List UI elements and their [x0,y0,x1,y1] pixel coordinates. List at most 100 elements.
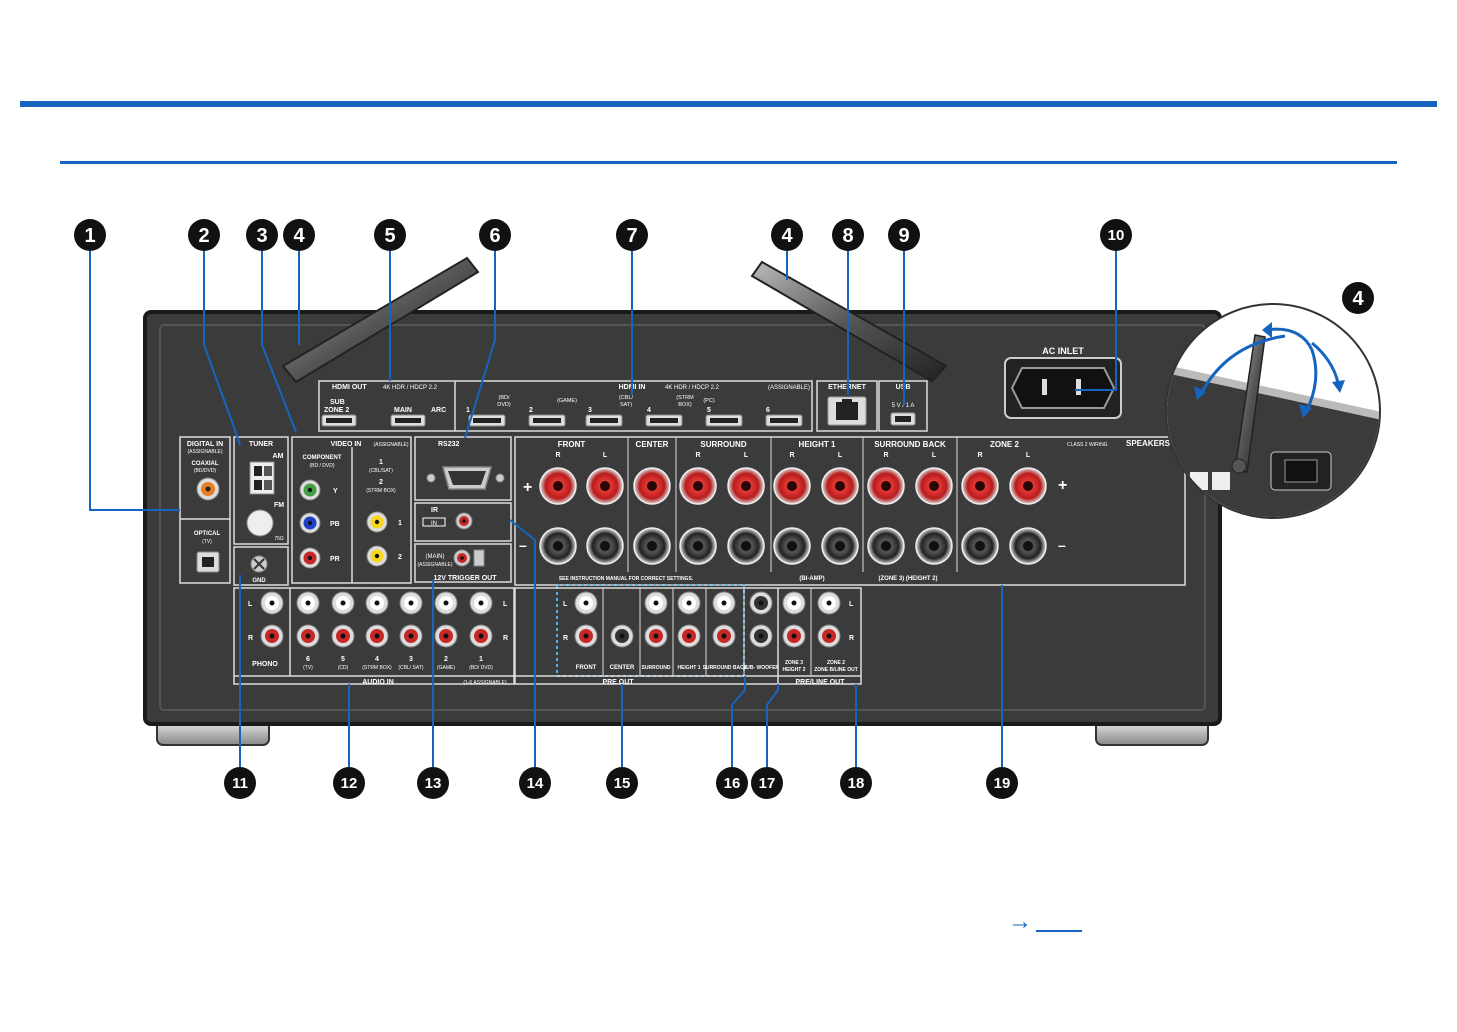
speaker-terminal-surround-back-l-positive[interactable] [915,467,953,505]
ac-inlet-socket[interactable] [1010,367,1116,409]
pre-out-center-jack[interactable] [610,624,634,648]
audio-in-source: (STRM BOX) [362,665,392,671]
hdmi-out-main-port[interactable] [390,414,426,427]
hdmi-in-port-source: (PC) [703,398,714,404]
pre-out-center-label: CENTER [610,665,635,671]
speaker-terminal-surround-r-positive[interactable] [679,467,717,505]
hdmi-in-port-source: SAT) [620,402,632,408]
svg-text:19: 19 [994,775,1011,792]
pre-line-out-zone2-label: ZONE 2 [827,660,845,666]
speaker-terminal-zone-2-r-negative[interactable] [961,527,999,565]
pre-out-surround-back-label: SURROUND BACK [703,665,748,671]
subwoofer-jack-2[interactable] [749,624,773,648]
pre-out-zone2-r-jack[interactable] [817,624,841,648]
pre-out-height1-r-jack[interactable] [677,624,701,648]
speakers-class-label: CLASS 2 WIRING [1067,442,1108,448]
audio-in-3-l-jack[interactable] [399,591,423,615]
tuner-fm-label: FM [274,502,284,509]
audio-in-1-l-jack[interactable] [469,591,493,615]
speaker-terminal-front-l-negative[interactable] [586,527,624,565]
speaker-terminal-center-c-negative[interactable] [633,527,671,565]
speaker-terminal-center-c-positive[interactable] [633,467,671,505]
svg-text:18: 18 [848,775,865,792]
svg-text:12: 12 [341,775,358,792]
audio-in-4-l-jack[interactable] [365,591,389,615]
pre-out-surround-label: SURROUND [642,665,671,671]
hdmi-in-port-1[interactable] [468,414,506,427]
speaker-channel-label: ZONE 2 [990,440,1019,449]
callout-top-4: 4 [283,219,315,251]
digital-in-title: DIGITAL IN [187,441,223,448]
hdmi-in-port-3[interactable] [585,414,623,427]
pre-out-zone2-l-jack[interactable] [817,591,841,615]
callout-top-1: 1 [74,219,106,251]
speaker-terminal-surround-back-r-negative[interactable] [867,527,905,565]
pre-out-surround-r-jack[interactable] [644,624,668,648]
audio-in-2-l-jack[interactable] [434,591,458,615]
trigger-title: 12V TRIGGER OUT [433,575,497,582]
pre-out-front-r-jack[interactable] [574,624,598,648]
speaker-side-label: L [932,452,937,459]
speaker-side-label: R [695,452,700,459]
speakers-section [514,436,1186,586]
svg-text:9: 9 [898,225,909,247]
callout-bottom-17: 17 [751,767,783,799]
usb-rating: 5 V / 1 A [892,403,915,409]
hdmi-in-port-4[interactable] [645,414,683,427]
audio-in-5-r-jack[interactable] [331,624,355,648]
phono-r-label: R [248,635,253,642]
audio-in-source: (TV) [303,665,313,671]
hdmi-in-port-2[interactable] [528,414,566,427]
page-link-underline[interactable] [1036,930,1082,932]
pre-line-out-zone3-label: ZONE 3 [785,660,803,666]
audio-in-6-r-jack[interactable] [296,624,320,648]
pre-out-surround-l-jack[interactable] [644,591,668,615]
speaker-terminal-surround-back-r-positive[interactable] [867,467,905,505]
pre-out-section [514,587,862,685]
speaker-terminal-zone-2-l-positive[interactable] [1009,467,1047,505]
audio-in-6-l-jack[interactable] [296,591,320,615]
audio-in-number: 5 [341,656,345,663]
audio-in-4-r-jack[interactable] [365,624,389,648]
subwoofer-jack-1[interactable] [749,591,773,615]
speaker-terminal-surround-back-l-negative[interactable] [915,527,953,565]
svg-text:3: 3 [256,225,267,247]
pre-out-surround-back-l-jack[interactable] [712,591,736,615]
speaker-terminal-surround-l-negative[interactable] [727,527,765,565]
speaker-terminal-zone-2-l-negative[interactable] [1009,527,1047,565]
speaker-terminal-height-1-r-negative[interactable] [773,527,811,565]
speaker-terminal-front-r-positive[interactable] [539,467,577,505]
speaker-terminal-surround-l-positive[interactable] [727,467,765,505]
page-link-arrow[interactable]: → [1008,908,1032,935]
pre-out-zone3-l-jack[interactable] [782,591,806,615]
rs232-section [414,436,512,501]
fm-antenna-jack[interactable] [246,509,274,537]
tuner-title: TUNER [249,441,273,448]
audio-in-1-r-jack[interactable] [469,624,493,648]
speaker-terminal-height-1-r-positive[interactable] [773,467,811,505]
speakers-minus-right: – [1058,537,1066,553]
pre-out-front-l-jack[interactable] [574,591,598,615]
pre-out-zone3-r-jack[interactable] [782,624,806,648]
hdmi-in-port-number: 2 [529,407,533,414]
pre-out-height1-l-jack[interactable] [677,591,701,615]
hdmi-out-main: MAIN [394,407,412,414]
hdmi-out-sub-port[interactable] [321,414,357,427]
audio-in-2-r-jack[interactable] [434,624,458,648]
speaker-terminal-height-1-l-negative[interactable] [821,527,859,565]
audio-in-3-r-jack[interactable] [399,624,423,648]
callout-bottom-12: 12 [333,767,365,799]
svg-text:7: 7 [626,225,637,247]
speaker-terminal-front-r-negative[interactable] [539,527,577,565]
hdmi-in-spec: 4K HDR / HDCP 2.2 [665,385,720,391]
speaker-terminal-height-1-l-positive[interactable] [821,467,859,505]
speaker-terminal-front-l-positive[interactable] [586,467,624,505]
speaker-terminal-surround-r-negative[interactable] [679,527,717,565]
hdmi-in-port-5[interactable] [705,414,743,427]
hdmi-in-port-6[interactable] [765,414,803,427]
pre-out-surround-back-r-jack[interactable] [712,624,736,648]
speaker-terminal-zone-2-r-positive[interactable] [961,467,999,505]
audio-in-5-l-jack[interactable] [331,591,355,615]
hdmi-in-port-source: (STRM [676,395,694,401]
